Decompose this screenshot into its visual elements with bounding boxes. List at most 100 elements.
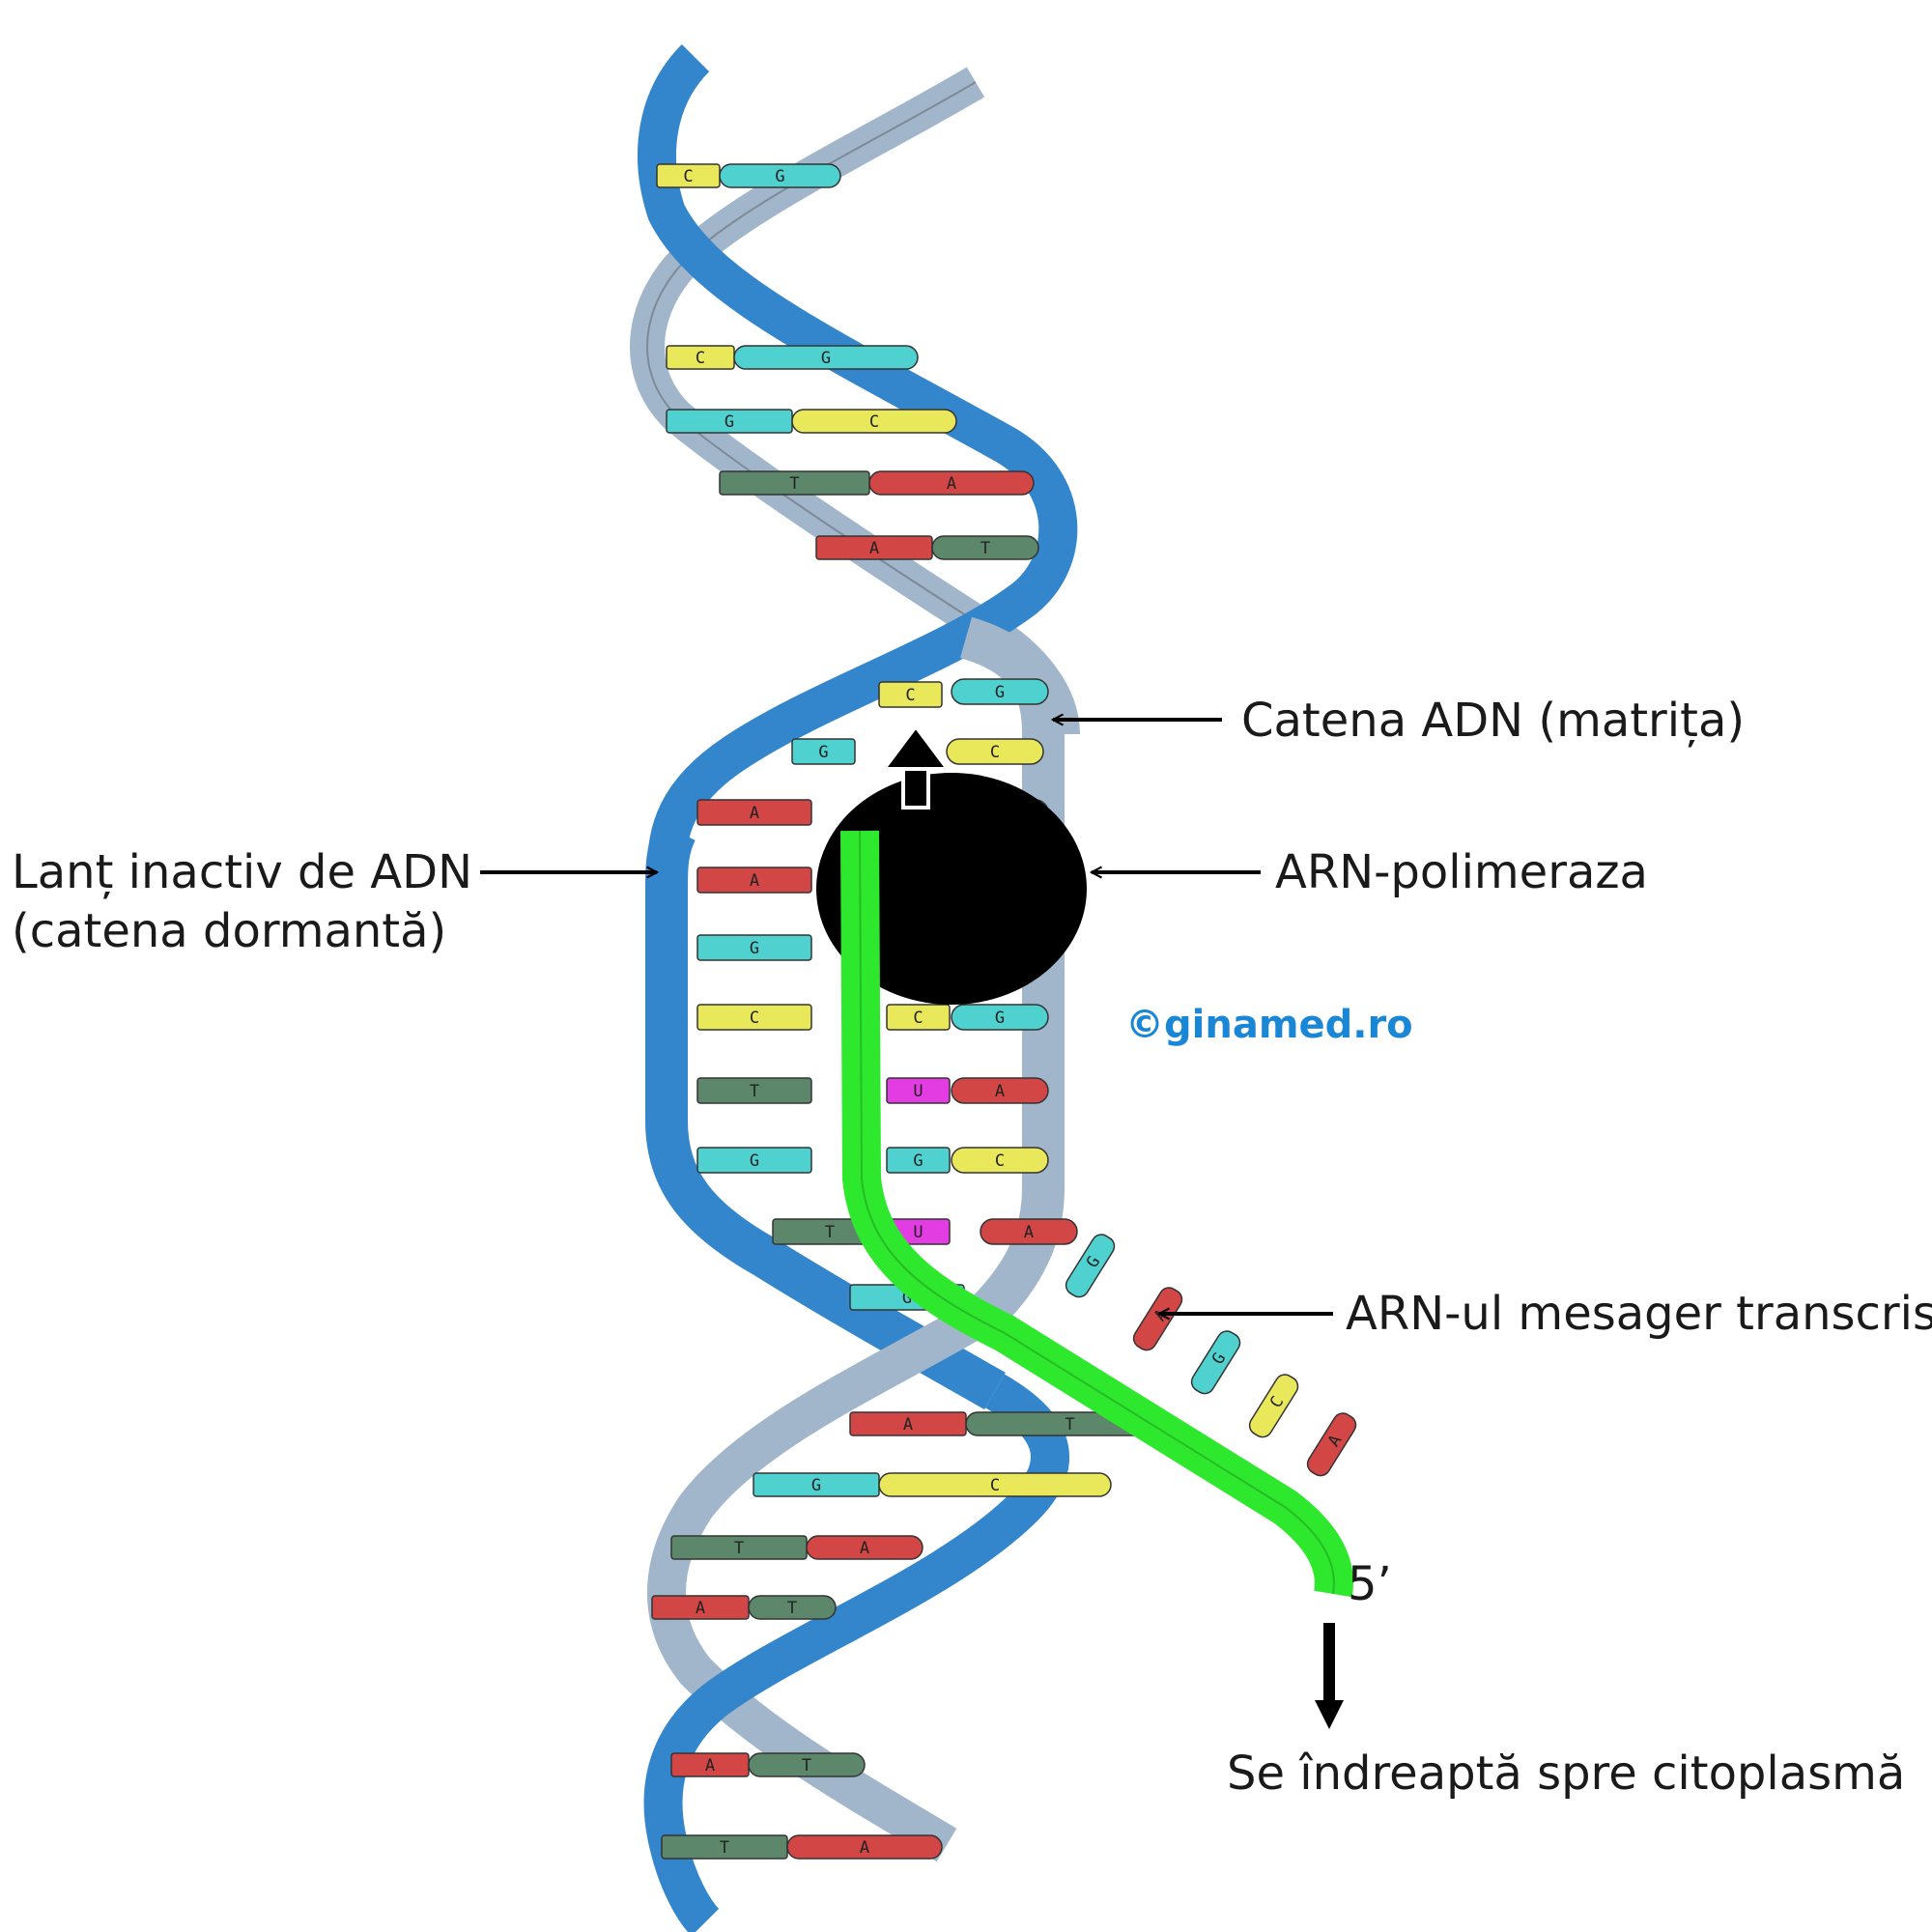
base-pair-1-right-letter: G xyxy=(821,349,831,368)
base-pair-9-right: T xyxy=(748,1752,866,1777)
inactive-base-4: T xyxy=(696,1077,812,1104)
base-pair-2-right: C xyxy=(791,409,957,434)
base-pair-2-left: G xyxy=(666,409,793,434)
rna-base-6-letter: G xyxy=(913,1151,923,1171)
base-pair-4-left: A xyxy=(815,535,933,560)
inactive-strand-label: Lanț inactiv de ADN xyxy=(12,845,472,899)
rna-base-7-letter: U xyxy=(913,1223,923,1242)
base-pair-9-right-letter: T xyxy=(802,1756,811,1776)
template-base-6-letter: A xyxy=(995,1082,1005,1101)
base-pair-10-right-letter: A xyxy=(860,1838,869,1858)
base-pair-6-right: C xyxy=(878,1472,1112,1497)
base-pair-6-left-letter: G xyxy=(811,1476,821,1495)
base-pair-7-left-letter: T xyxy=(734,1539,744,1558)
base-pair-1-right: G xyxy=(733,345,919,370)
template-strand-label: Catena ADN (matrița) xyxy=(1241,694,1746,748)
rna-polymerase xyxy=(816,773,1087,1005)
base-pair-1-left: C xyxy=(666,345,735,370)
template-base-5-letter: G xyxy=(995,1009,1005,1028)
inactive-base-5-letter: G xyxy=(750,1151,759,1171)
base-pair-7-right: A xyxy=(806,1535,923,1560)
template-base-1: C xyxy=(946,738,1044,765)
base-pair-6-left: G xyxy=(753,1472,880,1497)
base-pair-10-left-letter: T xyxy=(720,1838,729,1858)
inactive-base-5: G xyxy=(696,1147,812,1174)
inactive-base-3-letter: C xyxy=(750,1009,759,1028)
template-base-5: G xyxy=(951,1004,1049,1031)
cytoplasm-arrow xyxy=(1315,1623,1344,1729)
template-base-8: A xyxy=(980,1218,1078,1245)
inactive-strand-sublabel: (catena dormantă) xyxy=(12,904,447,958)
inactive-base-0: A xyxy=(696,799,812,826)
base-pair-5-left-letter: A xyxy=(903,1415,913,1435)
base-pairs: C G C G G C T A A T A T G C T A A T A T T A xyxy=(651,163,1175,1860)
base-pair-0-left: C xyxy=(656,163,721,188)
mrna-tail-base-3: C xyxy=(1248,1374,1299,1438)
base-pair-2-left-letter: G xyxy=(724,412,734,432)
base-pair-7-left: T xyxy=(670,1535,808,1560)
base-pair-3-right: A xyxy=(868,470,1035,496)
template-base-8-letter: A xyxy=(1024,1223,1034,1242)
base-pair-1-left-letter: C xyxy=(696,349,705,368)
base-pair-5-right-letter: T xyxy=(1065,1415,1074,1435)
base-pair-2-right-letter: C xyxy=(869,412,879,432)
base-pair-3-left: T xyxy=(719,470,870,496)
mrna-tail-base-1: A xyxy=(1132,1287,1183,1351)
template-base-0-letter: G xyxy=(995,683,1005,702)
rna-base-6: G xyxy=(886,1147,951,1174)
base-pair-0-right: G xyxy=(719,163,841,188)
rna-base-5-letter: U xyxy=(913,1082,923,1101)
inactive-base-1: A xyxy=(696,867,812,894)
inactive-base-0-letter: A xyxy=(750,804,759,823)
mrna-tail-bases: GAGCA xyxy=(1065,1234,1357,1477)
base-pair-0-left-letter: C xyxy=(683,167,693,186)
watermark: ©ginamed.ro xyxy=(1125,1003,1413,1047)
base-pair-10-left: T xyxy=(661,1834,788,1860)
base-pair-8-right-letter: T xyxy=(787,1599,797,1618)
rna-base-4-letter: C xyxy=(913,1009,923,1028)
inactive-base-7-letter: G xyxy=(902,1289,912,1308)
polymerase-label: ARN-polimeraza xyxy=(1275,845,1648,899)
rna-base-0-letter: C xyxy=(905,686,915,705)
mrna-tail-base-0: G xyxy=(1065,1234,1116,1298)
base-pair-0-right-letter: G xyxy=(775,167,784,186)
template-base-7: C xyxy=(951,1147,1049,1174)
inactive-strand-upper xyxy=(638,43,1078,870)
base-pair-8-left: A xyxy=(651,1595,750,1620)
template-base-1-letter: C xyxy=(990,743,1000,762)
base-pair-3-left-letter: T xyxy=(789,474,799,494)
five-prime-label: 5’ xyxy=(1348,1557,1392,1611)
rna-base-5: U xyxy=(886,1077,951,1104)
base-pair-4-left-letter: A xyxy=(869,539,879,558)
inactive-base-4-letter: T xyxy=(750,1082,759,1101)
base-pair-8-right: T xyxy=(748,1595,837,1620)
mrna-tail-base-2: G xyxy=(1190,1330,1241,1395)
inactive-base-6-letter: T xyxy=(825,1223,835,1242)
base-pair-8-left-letter: A xyxy=(696,1599,705,1618)
base-pair-3-right-letter: A xyxy=(947,474,956,494)
inactive-base-2-letter: G xyxy=(750,939,759,958)
transcription-direction-arrow xyxy=(880,723,952,810)
template-base-6: A xyxy=(951,1077,1049,1104)
base-pair-6-right-letter: C xyxy=(990,1476,1000,1495)
inactive-base-2: G xyxy=(696,934,812,961)
destination-label: Se îndreaptă spre citoplasmă xyxy=(1227,1747,1906,1801)
base-pair-4-right: T xyxy=(931,535,1039,560)
inactive-base-3: C xyxy=(696,1004,812,1031)
rna-base-1: G xyxy=(791,738,856,765)
base-pair-7-right-letter: A xyxy=(860,1539,869,1558)
mrna-label: ARN-ul mesager transcris xyxy=(1346,1287,1932,1341)
base-pair-9-left: A xyxy=(670,1752,750,1777)
rna-base-1-letter: G xyxy=(818,743,828,762)
base-pair-10-right: A xyxy=(786,1834,943,1860)
base-pair-4-right-letter: T xyxy=(980,539,990,558)
rna-base-0: C xyxy=(878,681,943,708)
mrna-strand xyxy=(840,830,1353,1598)
inactive-base-1-letter: A xyxy=(750,871,759,891)
base-pair-9-left-letter: A xyxy=(705,1756,715,1776)
template-base-7-letter: C xyxy=(995,1151,1005,1171)
base-pair-5-left: A xyxy=(849,1411,967,1436)
rna-base-4: C xyxy=(886,1004,951,1031)
template-base-0: G xyxy=(951,678,1049,705)
